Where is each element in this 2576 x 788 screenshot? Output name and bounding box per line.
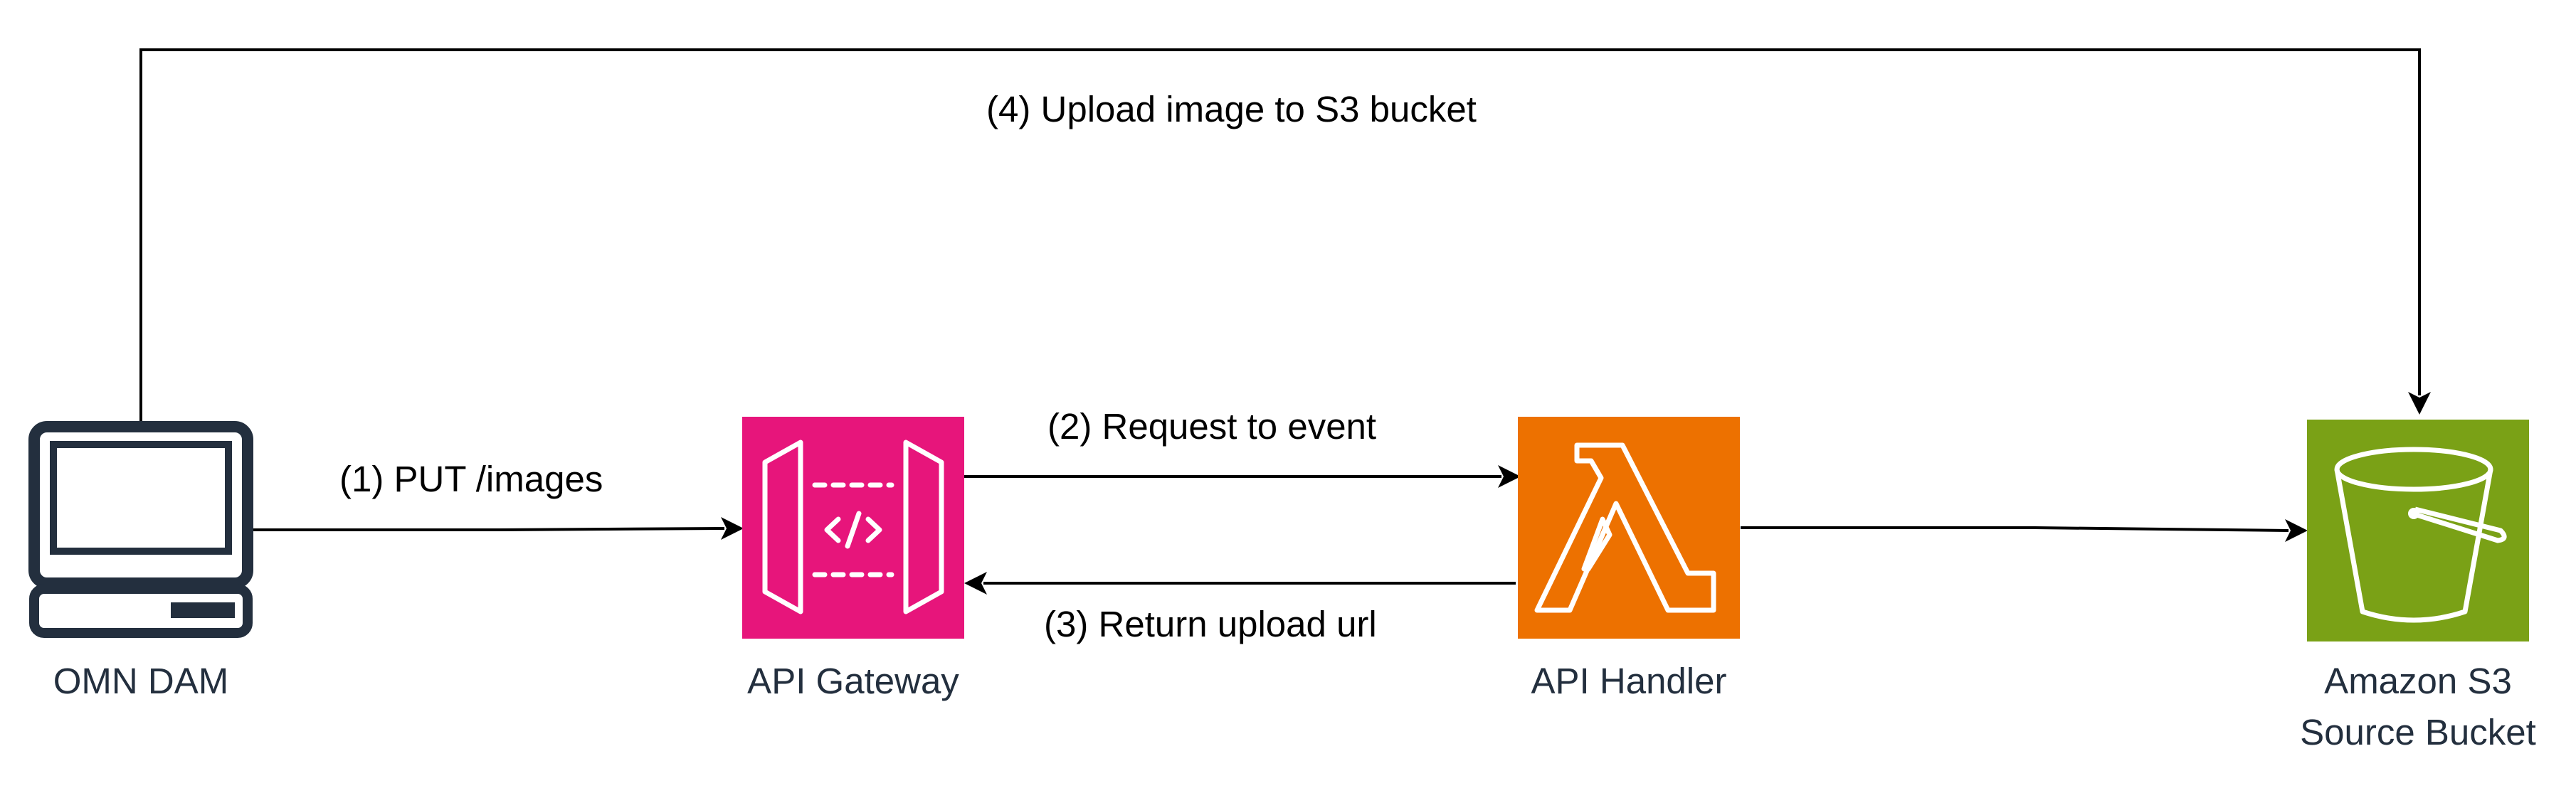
node-label-bucket: Amazon S3 Source Bucket — [2269, 656, 2567, 758]
lambda-icon — [1518, 417, 1740, 639]
edge-handler-bucket — [1741, 519, 2308, 542]
desktop-computer-icon — [28, 421, 253, 638]
edge-return-url — [964, 572, 1516, 595]
edge-label-request-event: (2) Request to event — [1047, 406, 1377, 447]
api-gateway-icon — [742, 417, 964, 639]
edge-request-event — [964, 465, 1521, 488]
node-label-bucket-line1: Amazon S3 — [2324, 661, 2512, 701]
edge-label-return-url: (3) Return upload url — [1044, 604, 1377, 644]
node-label-handler: API Handler — [1531, 661, 1727, 701]
edge-put-images — [250, 517, 744, 540]
node-label-bucket-line2: Source Bucket — [2300, 712, 2536, 752]
edge-label-put-images: (1) PUT /images — [339, 459, 603, 499]
s3-bucket-icon — [2307, 420, 2529, 641]
node-label-gateway: API Gateway — [747, 661, 959, 701]
node-label-client: OMN DAM — [53, 661, 229, 701]
edge-upload-s3 — [139, 48, 2431, 421]
edge-label-upload-s3: (4) Upload image to S3 bucket — [986, 89, 1477, 129]
